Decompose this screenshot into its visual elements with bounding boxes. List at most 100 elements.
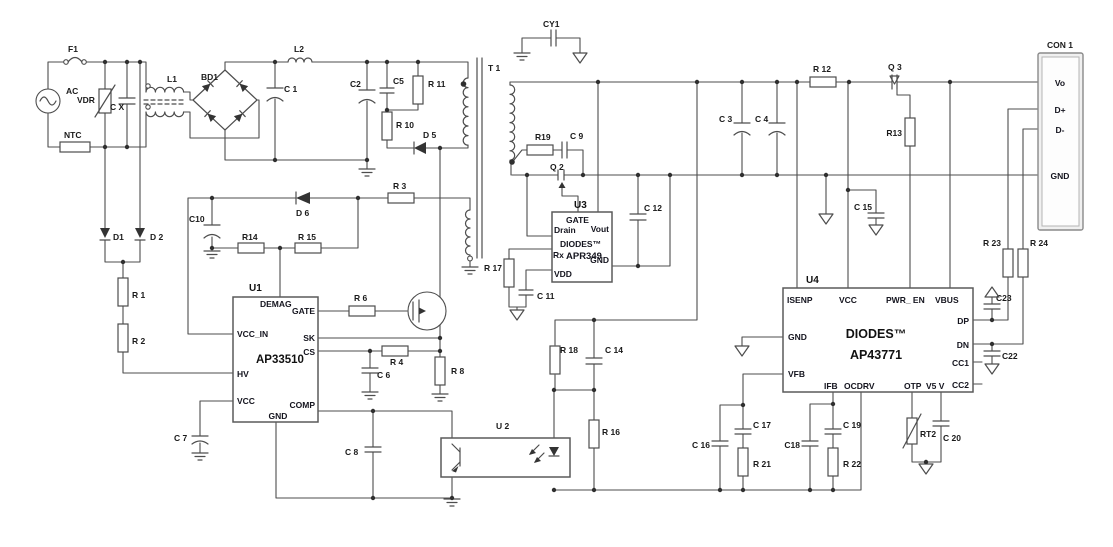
c8-label: C 8 bbox=[345, 447, 359, 457]
u4-pin-cc1: CC1 bbox=[952, 358, 969, 368]
u4-pin-dn: DN bbox=[957, 340, 969, 350]
r17-label: R 17 bbox=[484, 263, 502, 273]
c23-label: C23 bbox=[996, 293, 1012, 303]
ic-u4: U4 ISENP VCC PWR_ EN VBUS GND VFB DIODES… bbox=[782, 275, 974, 393]
r10-label: R 10 bbox=[396, 120, 414, 130]
usb-data-network: R 23 R 24 C23 C22 bbox=[983, 238, 1048, 361]
capacitor-c4: C 4 bbox=[755, 114, 786, 136]
r12-label: R 12 bbox=[813, 64, 831, 74]
c22-label: C22 bbox=[1002, 351, 1018, 361]
snubber-r19-c9: R19 C 9 bbox=[526, 131, 584, 159]
u1-pin-gate: GATE bbox=[292, 306, 315, 316]
capacitor-cx: C X bbox=[110, 97, 136, 112]
resistor-r16: R 16 bbox=[588, 419, 620, 449]
primary-side-wires bbox=[47, 37, 581, 500]
capacitor-cy1: CY1 bbox=[543, 19, 560, 47]
u1-pin-comp: COMP bbox=[290, 400, 316, 410]
u3-pin-gnd: GND bbox=[590, 255, 609, 265]
con1-pin-dminus: D- bbox=[1056, 125, 1065, 135]
capacitor-c6: C 6 bbox=[361, 367, 391, 380]
u4-pin-pwr-en: PWR_ EN bbox=[886, 295, 925, 305]
sync-fet-q2: Q 2 bbox=[550, 162, 566, 188]
r14-label: R14 bbox=[242, 232, 258, 242]
c9-label: C 9 bbox=[570, 131, 584, 141]
ic-u1: U1 DEMAG GATE VCC_IN SK CS AP33510 HV VC… bbox=[232, 283, 319, 423]
l2-label: L2 bbox=[294, 44, 304, 54]
u1-pin-cs: CS bbox=[303, 347, 315, 357]
r19-label: R19 bbox=[535, 132, 551, 142]
con1-pin-vo: Vo bbox=[1055, 78, 1065, 88]
thermistor-ntc: NTC bbox=[59, 130, 91, 153]
ifb-network: C18 C 19 R 22 bbox=[784, 420, 861, 477]
c7-label: C 7 bbox=[174, 433, 188, 443]
resistor-r14: R14 bbox=[237, 232, 265, 254]
capacitor-c10: C10 bbox=[189, 214, 221, 239]
u1-pin-demag: DEMAG bbox=[260, 299, 292, 309]
r18-label: R 18 bbox=[560, 345, 578, 355]
diode-d2: D 2 bbox=[134, 228, 164, 242]
u4-pin-vfb: VFB bbox=[788, 369, 805, 379]
otp-network: RT2 C 20 bbox=[902, 413, 961, 449]
u3-pin-vout: Vout bbox=[591, 224, 609, 234]
cx-label: C X bbox=[110, 102, 125, 112]
r1-label: R 1 bbox=[132, 290, 146, 300]
diode-d6: D 6 bbox=[295, 191, 310, 218]
r8-label: R 8 bbox=[451, 366, 465, 376]
c1-label: C 1 bbox=[284, 84, 298, 94]
u3-brand: DIODES™ bbox=[560, 239, 601, 249]
u4-pin-ifb: IFB bbox=[824, 381, 838, 391]
r4-label: R 4 bbox=[390, 357, 404, 367]
vfb-network: C 16 C 17 R 21 bbox=[692, 420, 771, 477]
optocoupler-u2: U 2 bbox=[440, 421, 571, 478]
load-switch-q3: Q 3 bbox=[888, 62, 902, 90]
common-mode-choke-l1: L1 bbox=[143, 74, 187, 118]
r16-label: R 16 bbox=[602, 427, 620, 437]
ac-source: AC bbox=[35, 86, 78, 114]
u4-pin-isenp: ISENP bbox=[787, 295, 813, 305]
ac-label: AC bbox=[66, 86, 78, 96]
r6-label: R 6 bbox=[354, 293, 368, 303]
con1-pin-gnd: GND bbox=[1051, 171, 1070, 181]
capacitor-c1: C 1 bbox=[266, 84, 298, 102]
capacitor-c7: C 7 bbox=[174, 433, 209, 445]
r13-label: R13 bbox=[886, 128, 902, 138]
l1-label: L1 bbox=[167, 74, 177, 84]
u4-ref: U4 bbox=[806, 275, 819, 286]
resistor-r4: R 4 bbox=[381, 345, 409, 367]
resistor-r3: R 3 bbox=[387, 181, 415, 204]
u1-pin-vcc: VCC bbox=[237, 396, 255, 406]
junction-dots bbox=[102, 59, 995, 501]
vdr-label: VDR bbox=[77, 95, 95, 105]
fuse-f1: F1 bbox=[63, 44, 87, 65]
c5-label: C5 bbox=[393, 76, 404, 86]
r3-label: R 3 bbox=[393, 181, 407, 191]
u4-brand: DIODES™ bbox=[846, 327, 906, 341]
r17-c11-network: R 17 C 11 bbox=[484, 258, 555, 301]
connector-con1: CON 1 Vo D+ D- GND bbox=[1037, 40, 1084, 231]
transformer-t1: T 1 bbox=[460, 57, 516, 262]
bd1-label: BD1 bbox=[201, 72, 218, 82]
u1-ref: U1 bbox=[249, 283, 262, 294]
c10-label: C10 bbox=[189, 214, 205, 224]
c2-label: C2 bbox=[350, 79, 361, 89]
u3-pin-vdd: VDD bbox=[554, 269, 572, 279]
c14-label: C 14 bbox=[605, 345, 623, 355]
u4-pin-ocdrv: OCDRV bbox=[844, 381, 875, 391]
u4-pin-dp: DP bbox=[957, 316, 969, 326]
u3-pin-drain: Drain bbox=[554, 225, 576, 235]
u2-ref: U 2 bbox=[496, 421, 510, 431]
u3-part: APR349 bbox=[566, 251, 602, 262]
u1-pin-vcc-in: VCC_IN bbox=[237, 329, 268, 339]
c18-label: C18 bbox=[784, 440, 800, 450]
capacitor-c8: C 8 bbox=[345, 446, 382, 457]
c20-label: C 20 bbox=[943, 433, 961, 443]
resistor-r8: R 8 bbox=[434, 356, 465, 386]
u1-pin-gnd: GND bbox=[269, 411, 288, 421]
q3-label: Q 3 bbox=[888, 62, 902, 72]
u4-pin-vbus: VBUS bbox=[935, 295, 959, 305]
c17-label: C 17 bbox=[753, 420, 771, 430]
resistor-r2: R 2 bbox=[117, 323, 146, 353]
u1-pin-hv: HV bbox=[237, 369, 249, 379]
con1-ref: CON 1 bbox=[1047, 40, 1073, 50]
